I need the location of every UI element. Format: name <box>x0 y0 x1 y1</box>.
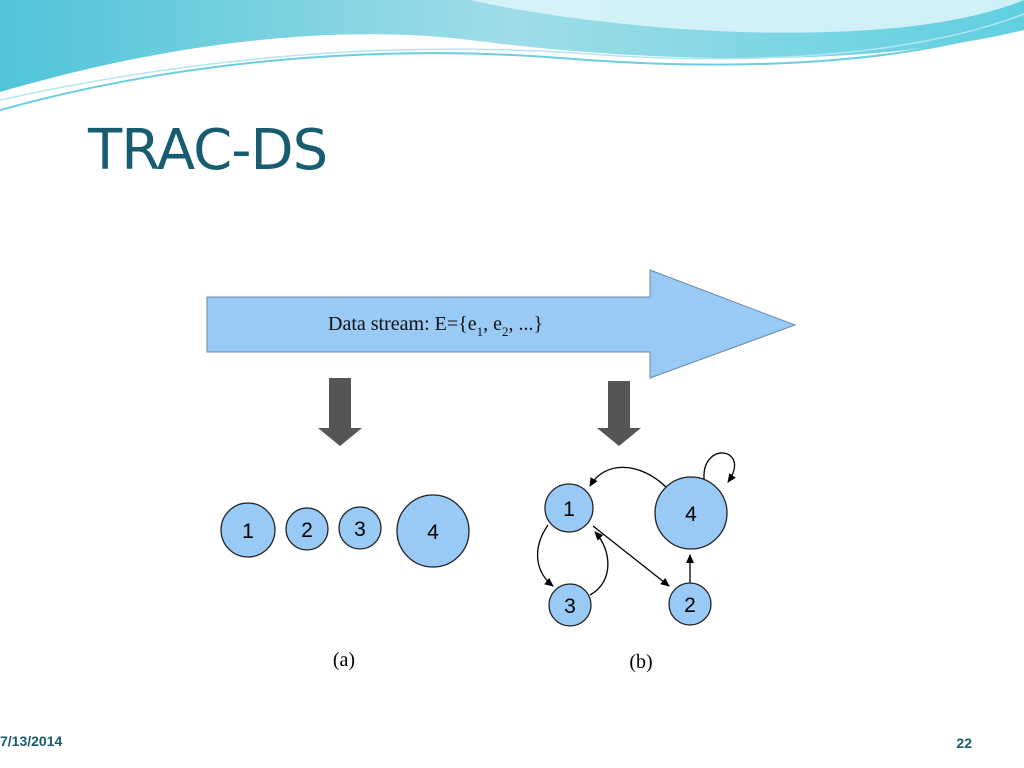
edge-4-self-loop <box>703 452 736 483</box>
edge-1-to-2 <box>592 525 670 587</box>
node-b-2-label: 2 <box>684 594 696 617</box>
node-b-3 <box>548 583 592 627</box>
footer-date: 7/13/2014 <box>0 733 63 749</box>
footer-page-number: 22 <box>956 735 972 751</box>
node-b-1-label: 1 <box>563 498 575 521</box>
down-arrow-a <box>318 378 362 446</box>
header-wave-decoration <box>0 0 1024 111</box>
node-b-2 <box>668 582 712 626</box>
edge-1-to-3 <box>536 524 554 587</box>
node-a-1-label: 1 <box>242 520 254 543</box>
data-stream-label: Data stream: E={e1, e2, ...} <box>328 313 543 339</box>
caption-b: (b) <box>629 651 652 673</box>
node-b-4-label: 4 <box>685 503 697 526</box>
node-a-4 <box>396 494 470 568</box>
edge-3-to-1 <box>589 531 609 596</box>
node-a-1 <box>220 502 276 558</box>
slide-title: TRAC-DS <box>88 118 328 183</box>
edge-4-to-1 <box>589 466 667 488</box>
node-a-4-label: 4 <box>427 521 439 544</box>
caption-a: (a) <box>333 649 355 671</box>
node-a-2 <box>285 507 329 551</box>
data-stream-arrow <box>206 269 797 379</box>
node-a-3 <box>338 506 382 550</box>
down-arrow-b <box>597 381 641 446</box>
panel-a: 1 2 3 4 (a) <box>220 494 470 671</box>
node-a-2-label: 2 <box>301 519 313 542</box>
node-a-3-label: 3 <box>354 518 366 541</box>
panel-b: 1 4 3 2 (b) <box>536 452 736 673</box>
node-b-3-label: 3 <box>564 595 576 618</box>
node-b-1 <box>544 483 594 533</box>
node-b-4 <box>654 476 728 550</box>
